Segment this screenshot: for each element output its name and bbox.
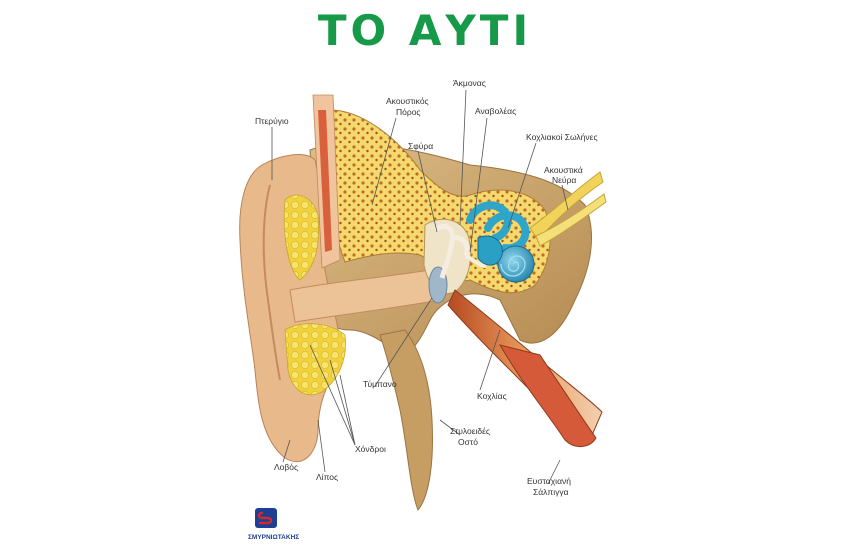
auricle-fold [262, 184, 281, 381]
cochlea-spiral [500, 255, 526, 277]
cartilage-layer [318, 110, 332, 252]
styloid-process [379, 329, 433, 511]
leader-lines [271, 89, 569, 485]
page-title: ΤΟ ΑΥΤΙ [317, 6, 533, 55]
label-anavoleas: Αναβολέας [475, 106, 516, 116]
vestibule [477, 235, 503, 266]
auditory-nerve-2 [535, 193, 607, 247]
label-salpigga: Σάλπιγγα [533, 487, 569, 497]
label-chondroi: Χόνδροι [355, 444, 386, 454]
label-sfyra: Σφύρα [408, 141, 433, 151]
incus [451, 235, 470, 257]
label-lovos: Λοβός [274, 462, 298, 472]
label-akoustikos: Ακουστικός [386, 96, 429, 106]
logo-brand: ΣΜΥΡΝΙΩΤΑΚΗΣ [248, 534, 299, 541]
label-eustachiani: Ευσταχιανή [527, 476, 571, 486]
label-osto: Οστό [458, 437, 478, 447]
cochlea [497, 245, 535, 283]
label-akmonas: Άκμονας [453, 78, 486, 88]
malleus [433, 224, 456, 279]
label-neyra: Νεύρα [552, 175, 576, 185]
fat-upper [283, 194, 320, 281]
label-lipos: Λίπος [316, 472, 338, 482]
fat-lower [284, 323, 346, 396]
label-poros: Πόρος [396, 107, 421, 117]
label-kochlias: Κοχλίας [477, 391, 507, 401]
label-kochliakoi: Κοχλιακοί Σωλήνες [526, 132, 598, 142]
tube-muscle [498, 344, 597, 447]
publisher-logo: ΣΜΥΡΝΙΩΤΑΚΗΣ [248, 508, 299, 541]
auditory-nerve [529, 171, 604, 241]
label-akoustika: Ακουστικά [544, 165, 583, 175]
stapes [465, 254, 487, 268]
label-styloeides: Στυλοειδές [450, 426, 490, 436]
label-tympano: Τύμπανο [363, 379, 397, 389]
label-pterygio: Πτερύγιο [255, 116, 289, 126]
